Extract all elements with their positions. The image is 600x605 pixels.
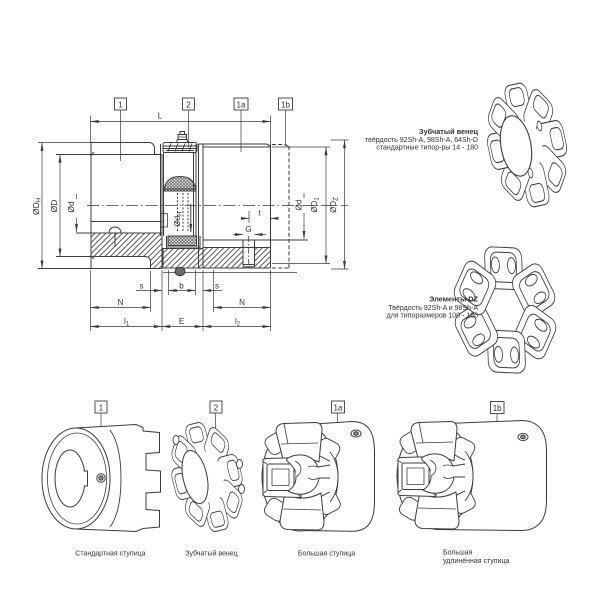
svg-text:Стандартная ступица: Стандартная ступица bbox=[75, 551, 145, 558]
svg-text:ØdH: ØdH bbox=[173, 211, 184, 226]
svg-text:1a: 1a bbox=[334, 404, 343, 413]
svg-text:2: 2 bbox=[186, 101, 191, 110]
svg-text:Элементы DZ: Элементы DZ bbox=[429, 295, 478, 304]
svg-text:Зубчатый венец: Зубчатый венец bbox=[419, 127, 478, 136]
svg-text:удлинённая ступица: удлинённая ступица bbox=[443, 558, 509, 565]
svg-text:G: G bbox=[245, 225, 251, 234]
svg-text:s: s bbox=[215, 282, 219, 291]
svg-text:b: b bbox=[179, 282, 184, 291]
svg-text:L: L bbox=[158, 112, 163, 121]
svg-text:N: N bbox=[118, 298, 124, 307]
svg-text:ØDH: ØDH bbox=[31, 198, 43, 215]
svg-text:стандартные типор-ры 14 - 180: стандартные типор-ры 14 - 180 bbox=[376, 145, 478, 152]
svg-text:s: s bbox=[140, 282, 144, 291]
svg-text:Ød: Ød bbox=[66, 201, 76, 213]
svg-text:ØD: ØD bbox=[49, 200, 59, 213]
svg-text:1b: 1b bbox=[493, 404, 502, 413]
svg-text:1: 1 bbox=[118, 101, 123, 110]
svg-text:твёрдость 92Sh-A, 98Sh-A, 64Sh: твёрдость 92Sh-A, 98Sh-A, 64Sh-D bbox=[365, 137, 478, 144]
svg-text:N: N bbox=[239, 298, 245, 307]
svg-text:l2: l2 bbox=[235, 317, 241, 328]
svg-text:E: E bbox=[179, 317, 184, 326]
svg-text:Твёрдость 92Sh-A и 98Sh-A: Твёрдость 92Sh-A и 98Sh-A bbox=[388, 305, 478, 312]
svg-text:1a: 1a bbox=[237, 101, 246, 110]
svg-text:Ød: Ød bbox=[295, 200, 304, 211]
svg-text:Зубчатый венец: Зубчатый венец bbox=[185, 550, 237, 558]
svg-text:2: 2 bbox=[214, 404, 219, 413]
svg-text:ØDZ: ØDZ bbox=[329, 197, 340, 213]
svg-text:ØD1: ØD1 bbox=[310, 197, 321, 213]
svg-text:l1: l1 bbox=[124, 317, 130, 328]
svg-text:Большая ступица: Большая ступица bbox=[298, 551, 355, 558]
svg-text:1: 1 bbox=[99, 404, 104, 413]
svg-text:t: t bbox=[258, 209, 261, 218]
svg-text:1b: 1b bbox=[281, 101, 290, 110]
svg-text:Большая: Большая bbox=[443, 550, 473, 557]
svg-text:для типоразмеров 100 - 180: для типоразмеров 100 - 180 bbox=[387, 313, 478, 320]
